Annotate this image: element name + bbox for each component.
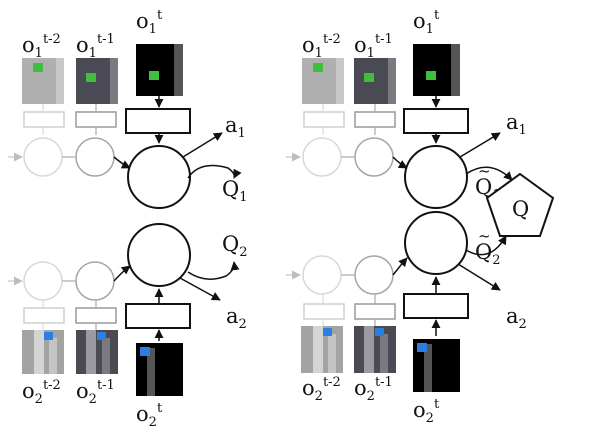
left-arrow-q1	[187, 164, 242, 179]
left-arrow-q2	[187, 261, 240, 280]
right-encoder2-t	[403, 293, 469, 319]
right-rnn1-t1	[354, 137, 394, 177]
right-encoder1-t1	[354, 111, 396, 128]
left-rnn1-t	[127, 145, 191, 209]
right-obs2-label-t2: o2t-2	[302, 375, 341, 404]
right-obs1-label-t: o1t	[413, 8, 440, 37]
right-mixer-pentagon: Q	[485, 172, 555, 237]
svg-text:o2t-2: o2t-2	[302, 375, 341, 404]
svg-text:o2t: o2t	[136, 401, 163, 430]
right-rnn2-t1	[354, 255, 394, 295]
right-obs1-frame-t1	[354, 58, 396, 104]
left-obs1-label-t1: o1t-1	[76, 32, 115, 61]
left-label-q2: Q2	[222, 232, 248, 260]
right-obs1-frame-t2	[302, 58, 344, 104]
right-encoder1-t2	[303, 111, 345, 128]
right-arrow-cell2-t1-t	[392, 257, 408, 276]
right-label-q2: Q2 ~	[475, 227, 501, 268]
left-rnn2-t2	[23, 261, 63, 301]
right-obs1-label-t2: o1t-2	[302, 32, 341, 61]
left-arrow-cell1-t1-t	[113, 156, 131, 169]
left-arrow-a1	[182, 132, 223, 158]
left-obs1-frame-t2	[22, 58, 64, 104]
svg-text:o2t-2: o2t-2	[22, 378, 61, 407]
left-encoder1-t1	[75, 111, 117, 128]
left-encoder2-t	[125, 303, 191, 329]
right-label-a2: a2	[506, 304, 527, 332]
right-label-a1: a1	[506, 110, 527, 138]
right-arrow-q2-mixer	[465, 235, 507, 256]
right-rnn1-t	[404, 145, 468, 209]
left-obs1-frame-t	[136, 44, 183, 96]
right-obs1-frame-t	[413, 44, 460, 96]
right-rnn1-t2	[302, 137, 342, 177]
right-obs2-frame-t	[413, 339, 460, 392]
left-obs2-label-t1: o2t-1	[76, 378, 115, 407]
right-arrow-a1	[459, 132, 501, 158]
right-obs1-label-t1: o1t-1	[354, 32, 393, 61]
svg-text:o1t-2: o1t-2	[22, 32, 61, 61]
right-obs2-label-t: o2t	[413, 397, 440, 426]
left-rnn1-t1	[75, 137, 115, 177]
right-mixer-label: Q	[512, 197, 529, 221]
svg-text:o2t-1: o2t-1	[76, 378, 115, 407]
svg-text:o1t-1: o1t-1	[354, 32, 393, 61]
left-rnn2-t	[127, 223, 191, 287]
left-label-a2: a2	[226, 304, 247, 332]
right-encoder2-t2	[303, 303, 345, 320]
svg-text:o2t-1: o2t-1	[354, 375, 393, 404]
svg-text:Q2: Q2	[475, 240, 501, 268]
right-encoder1-t	[403, 108, 469, 134]
right-arrow-q1-mixer	[465, 166, 513, 181]
left-encoder2-t1	[75, 307, 117, 324]
svg-text:o1t: o1t	[413, 8, 440, 37]
svg-text:~: ~	[478, 162, 491, 180]
left-obs2-label-t2: o2t-2	[22, 378, 61, 407]
right-obs2-frame-t2	[301, 326, 343, 373]
left-obs2-frame-t1	[76, 330, 118, 374]
svg-text:o1t-2: o1t-2	[302, 32, 341, 61]
svg-text:o1t: o1t	[136, 8, 163, 37]
right-obs2-label-t1: o2t-1	[354, 375, 393, 404]
left-obs1-frame-t1	[76, 58, 118, 104]
svg-text:o2t: o2t	[413, 397, 440, 426]
right-encoder2-t1	[354, 303, 396, 320]
left-rnn2-t1	[75, 261, 115, 301]
left-obs2-frame-t2	[22, 330, 64, 374]
left-label-q1: Q1	[222, 177, 248, 205]
left-rnn1-t2	[23, 137, 63, 177]
svg-text:~: ~	[478, 227, 491, 245]
right-arrow-a2	[457, 263, 501, 291]
left-encoder2-t2	[23, 307, 65, 324]
left-arrow-cell2-t1-t	[113, 265, 131, 282]
left-panel: o1t-2 o1t-1 o1t	[8, 8, 248, 430]
right-obs2-frame-t1	[354, 326, 396, 373]
right-panel: o1t-2 o1t-1 o1t	[286, 8, 555, 426]
left-obs2-frame-t	[136, 343, 183, 396]
right-arrow-cell1-t1-t	[392, 156, 408, 169]
svg-text:o1t-1: o1t-1	[76, 32, 115, 61]
right-rnn2-t2	[302, 255, 342, 295]
left-encoder1-t2	[23, 111, 65, 128]
left-obs2-label-t: o2t	[136, 401, 163, 430]
left-encoder1-t	[125, 108, 191, 134]
left-obs1-label-t2: o1t-2	[22, 32, 61, 61]
left-obs1-label-t: o1t	[136, 8, 163, 37]
left-label-a1: a1	[225, 113, 246, 141]
left-arrow-a2	[179, 277, 221, 301]
right-rnn2-t	[404, 211, 468, 275]
